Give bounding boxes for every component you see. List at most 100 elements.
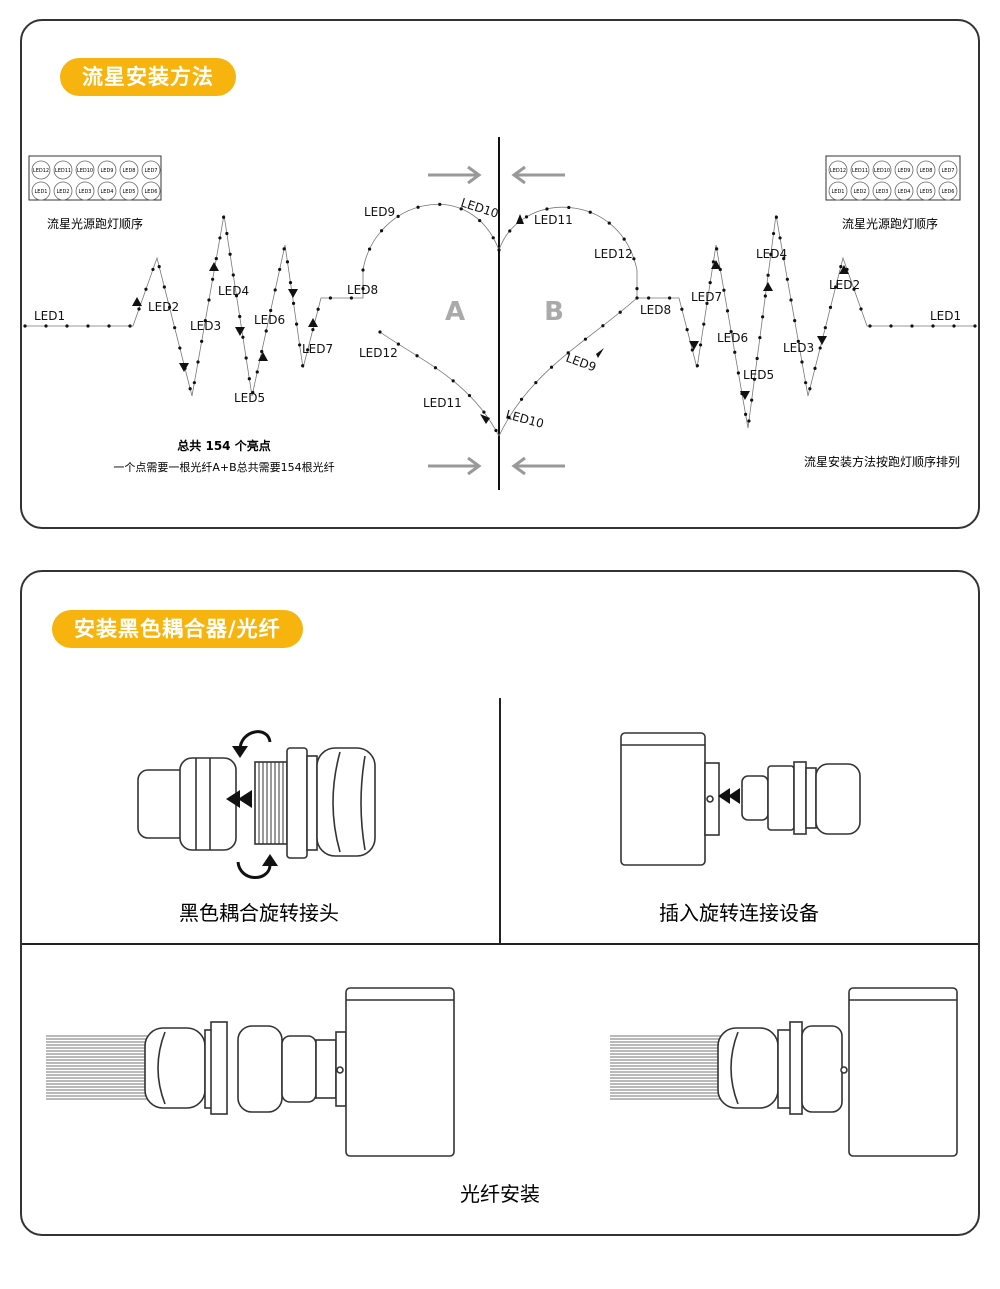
led-cell [119,160,139,180]
light-point [796,339,800,343]
light-point [549,365,554,369]
led-cell-label: LED3 [876,189,889,195]
light-point [622,237,626,241]
light-point [231,273,235,277]
led-cell-label: LED4 [898,189,911,195]
light-point [839,265,843,269]
light-point [763,294,767,298]
light-point [868,324,872,328]
light-point [722,288,726,292]
led-label: LED12 [359,346,398,360]
light-point [207,298,211,302]
light-point [567,205,571,210]
rotate-arrowhead-icon [232,746,278,866]
light-point [349,296,354,300]
fiber-bundle-right [610,1035,722,1100]
push-left-icon [718,788,740,804]
led-cell-label: LED8 [123,168,136,174]
light-point [774,215,778,219]
meteor-install-title: 流星安装方法 [60,58,236,96]
light-point [680,307,684,311]
light-point [251,390,255,395]
light-point [755,356,759,361]
led-cell-label: LED2 [854,189,867,195]
led-cell [31,181,51,201]
light-point [301,364,305,368]
light-point [478,218,482,223]
light-point [635,287,639,291]
light-point [744,412,748,416]
led-cell [141,181,161,201]
light-point [618,310,622,314]
light-point [705,301,709,306]
left-led-labels: LED1 LED2 LED3 LED4 LED5 LED6 LED7 LED8 … [34,196,500,410]
light-point [396,342,400,346]
fiber-coupler-right-illustration [717,987,958,1157]
light-point [264,329,268,333]
light-point [86,324,90,328]
light-point [758,336,762,340]
led-label: LED10 [459,196,500,221]
meteor-arc-left [362,203,500,271]
light-point [507,415,511,419]
led-cell [938,160,958,180]
led-cell-label: LED1 [832,189,845,195]
led-label: LED4 [218,284,249,298]
light-point [668,296,672,300]
led-cell-label: LED10 [874,168,890,174]
light-point [260,349,264,354]
led-label: LED4 [756,247,787,261]
caption-fiber-install: 光纤安装 [460,1182,540,1206]
light-point [685,328,689,332]
light-point [467,393,472,398]
light-point [823,326,827,330]
light-point [750,398,754,402]
led-label: LED9 [364,205,395,219]
light-point [192,381,196,385]
light-point [433,366,438,370]
light-point [244,356,248,360]
led-cell-label: LED6 [942,189,955,195]
light-point [128,324,132,328]
light-point [708,281,712,285]
light-point [729,329,733,334]
led-cell [75,181,95,201]
light-point [416,205,420,209]
meteor-path-left [25,214,364,397]
light-point [361,268,365,272]
led-label: LED5 [234,391,265,405]
light-point [282,247,286,251]
led-label: LED7 [302,342,333,356]
led-cell-label: LED2 [57,189,70,195]
light-point [733,350,737,354]
led-cell-label: LED7 [942,168,955,174]
side-b-label: B [544,297,564,327]
light-point [137,307,141,311]
rotate-arrow-icon [236,730,272,879]
light-point [534,381,538,385]
led-label: LED3 [190,319,221,333]
light-point [859,307,863,311]
led-cell-label: LED11 [852,168,868,174]
light-point [482,410,486,414]
light-point [23,324,27,328]
led-cell-label: LED5 [920,189,933,195]
led-cell [97,181,117,201]
light-point [715,247,719,251]
light-point [255,370,259,374]
light-point [695,364,699,368]
light-point [635,296,639,300]
light-point [725,309,730,313]
light-point [65,324,69,328]
led-cell [916,181,936,201]
light-point [519,397,524,401]
light-point [196,360,200,364]
led-cell-label: LED7 [145,168,158,174]
light-point [818,346,822,350]
light-point [711,260,715,264]
light-point [316,307,320,311]
light-point [294,322,299,326]
side-a-label: A [445,297,465,327]
